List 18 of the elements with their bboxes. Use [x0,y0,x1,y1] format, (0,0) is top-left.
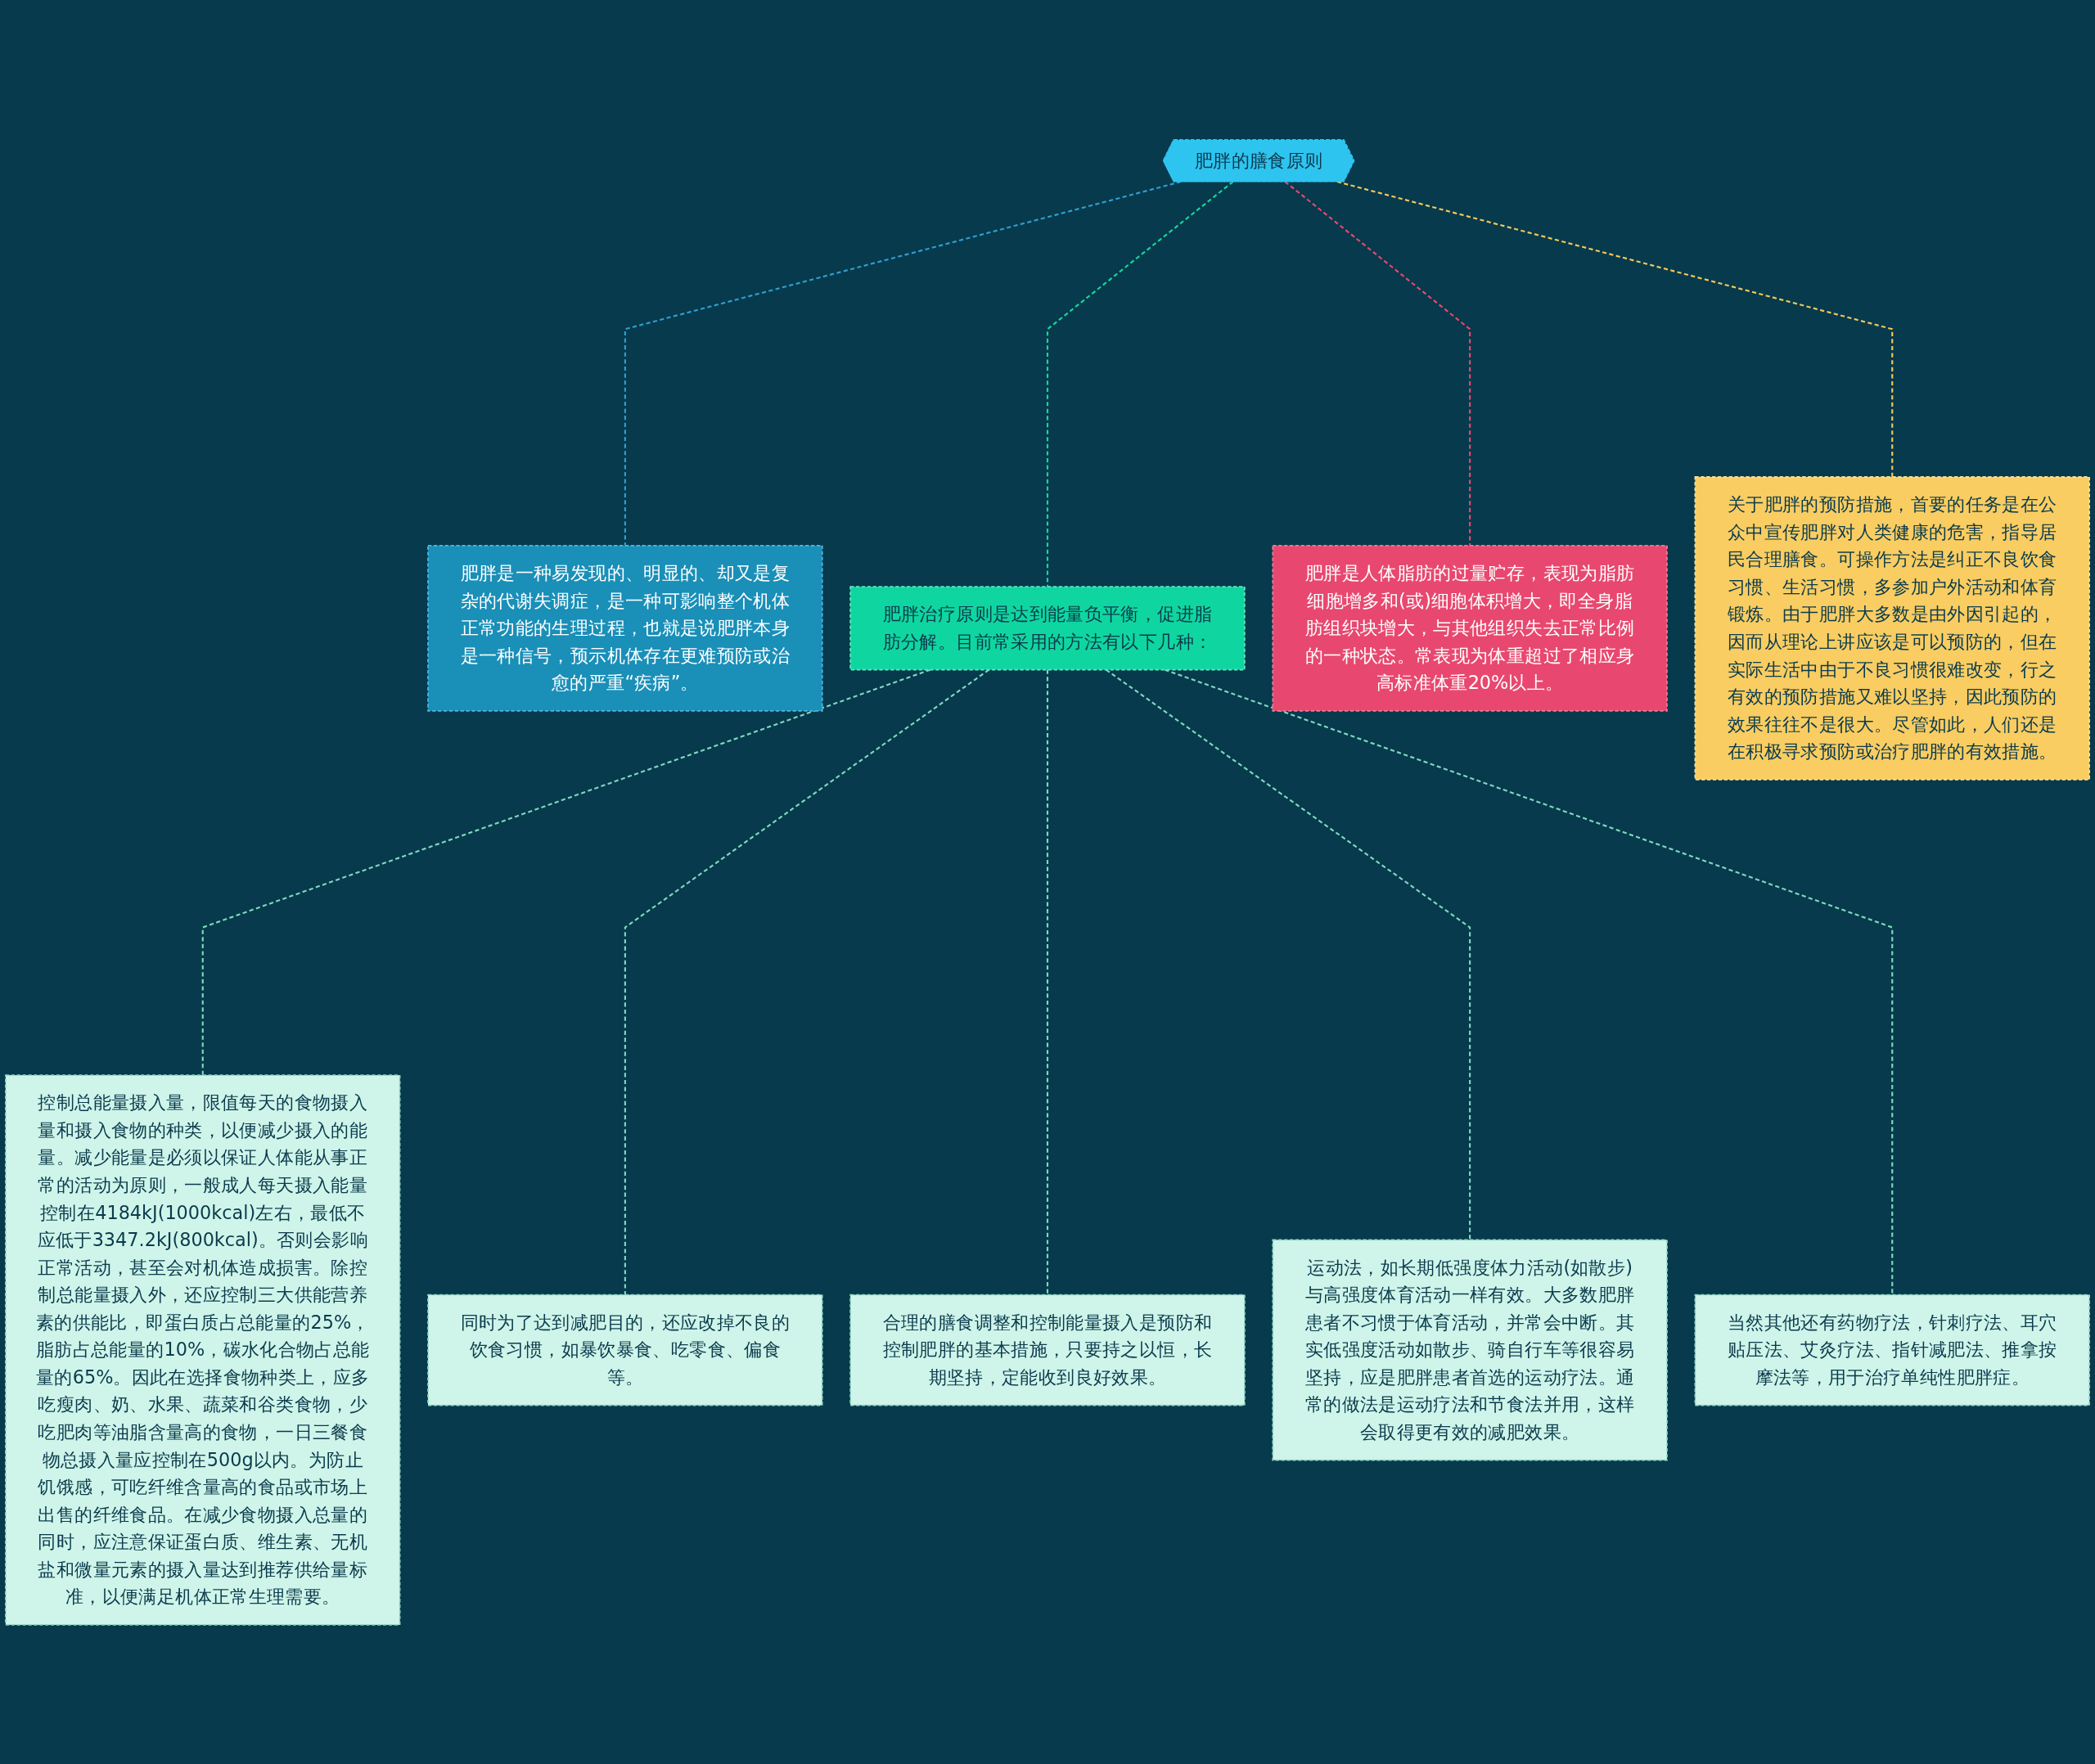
node-box: 运动法，如长期低强度体力活动(如散步)与高强度体育活动一样有效。大多数肥胖患者不习惯于体育活动，并常会中断。其实低强度活动如散步、骑自行车等很容易坚持，应是肥胖患者首选的运动疗法。通常的做法是运动疗法和节食法并用，这样会取得更有效的减肥效果。 [1272,1239,1668,1461]
node-box: 合理的膳食调整和控制能量摄入是预防和控制肥胖的基本措施，只要持之以恒，长期坚持，定能收到良好效果。 [849,1294,1246,1406]
node-box: 肥胖是一种易发现的、明显的、却又是复杂的代谢失调症，是一种可影响整个机体正常功能的生理过程，也就是说肥胖本身是一种信号，预示机体存在更难预防或治愈的严重“疾病”。 [427,544,823,712]
connector [1284,180,1471,546]
connector [1106,668,1471,1240]
node-box: 关于肥胖的预防措施，首要的任务是在公众中宣传肥胖对人类健康的危害，指导居民合理膳食。可操作方法是纠正不良饮食习惯、生活习惯，多参加户外活动和体育锻炼。由于肥胖大多数是由外因引起的，因而从理论上讲应该是可以预防的，但在实际生活中由于不良习惯很难改变，行之有效的预防措施又难以坚持，因此预防的效果往往不是很大。尽管如此，人们还是在积极寻求预防或治疗肥胖的有效措施。 [1694,475,2090,781]
connector [1164,668,1894,1295]
node-box: 同时为了达到减肥目的，还应改掉不良的饮食习惯，如暴饮暴食、吃零食、偏食等。 [427,1294,823,1406]
connector [624,668,989,1295]
node-box: 肥胖治疗原则是达到能量负平衡，促进脂肪分解。目前常采用的方法有以下几种： [849,585,1246,671]
connector [201,668,931,1075]
connector [1336,180,1894,477]
node-box: 肥胖是人体脂肪的过量贮存，表现为脂肪细胞增多和(或)细胞体积增大，即全身脂肪组织块增大，与其他组织失去正常比例的一种状态。常表现为体重超过了相应身高标准体重20%以上。 [1272,544,1668,712]
connector [1046,669,1049,1295]
connector [624,180,1182,546]
node-box: 当然其他还有药物疗法，针刺疗法、耳穴贴压法、艾灸疗法、指针减肥法、推拿按摩法等，用于治疗单纯性肥胖症。 [1694,1294,2090,1406]
connector [1046,180,1234,587]
node-box: 控制总能量摄入量，限值每天的食物摄入量和摄入食物的种类，以便减少摄入的能量。减少能量是必须以保证人体能从事正常的活动为原则，一般成人每天摄入能量控制在4184kJ(1000kcal)左右，最低不应低于3347.2kJ(800kcal)。否则会影响正常活动，甚至会对机体造成损害。除控制总能量摄入外，还应控制三大供能营养素的供能比，即蛋白质占总能量的25%，脂肪占总能量的10%，碳水化合物占总能量的65%。因此在选择食物种类上，应多吃瘦肉、奶、水果、蔬菜和谷类食物，少吃肥肉等油脂含量高的食物，一日三餐食物总摄入量应控制在500g以内。为防止饥饿感，可吃纤维含量高的食品或市场上出售的纤维食品。在减少食物摄入总量的同时，应注意保证蛋白质、维生素、无机盐和微量元素的摄入量达到推荐供给量标准，以便满足机体正常生理需要。 [5,1073,401,1626]
